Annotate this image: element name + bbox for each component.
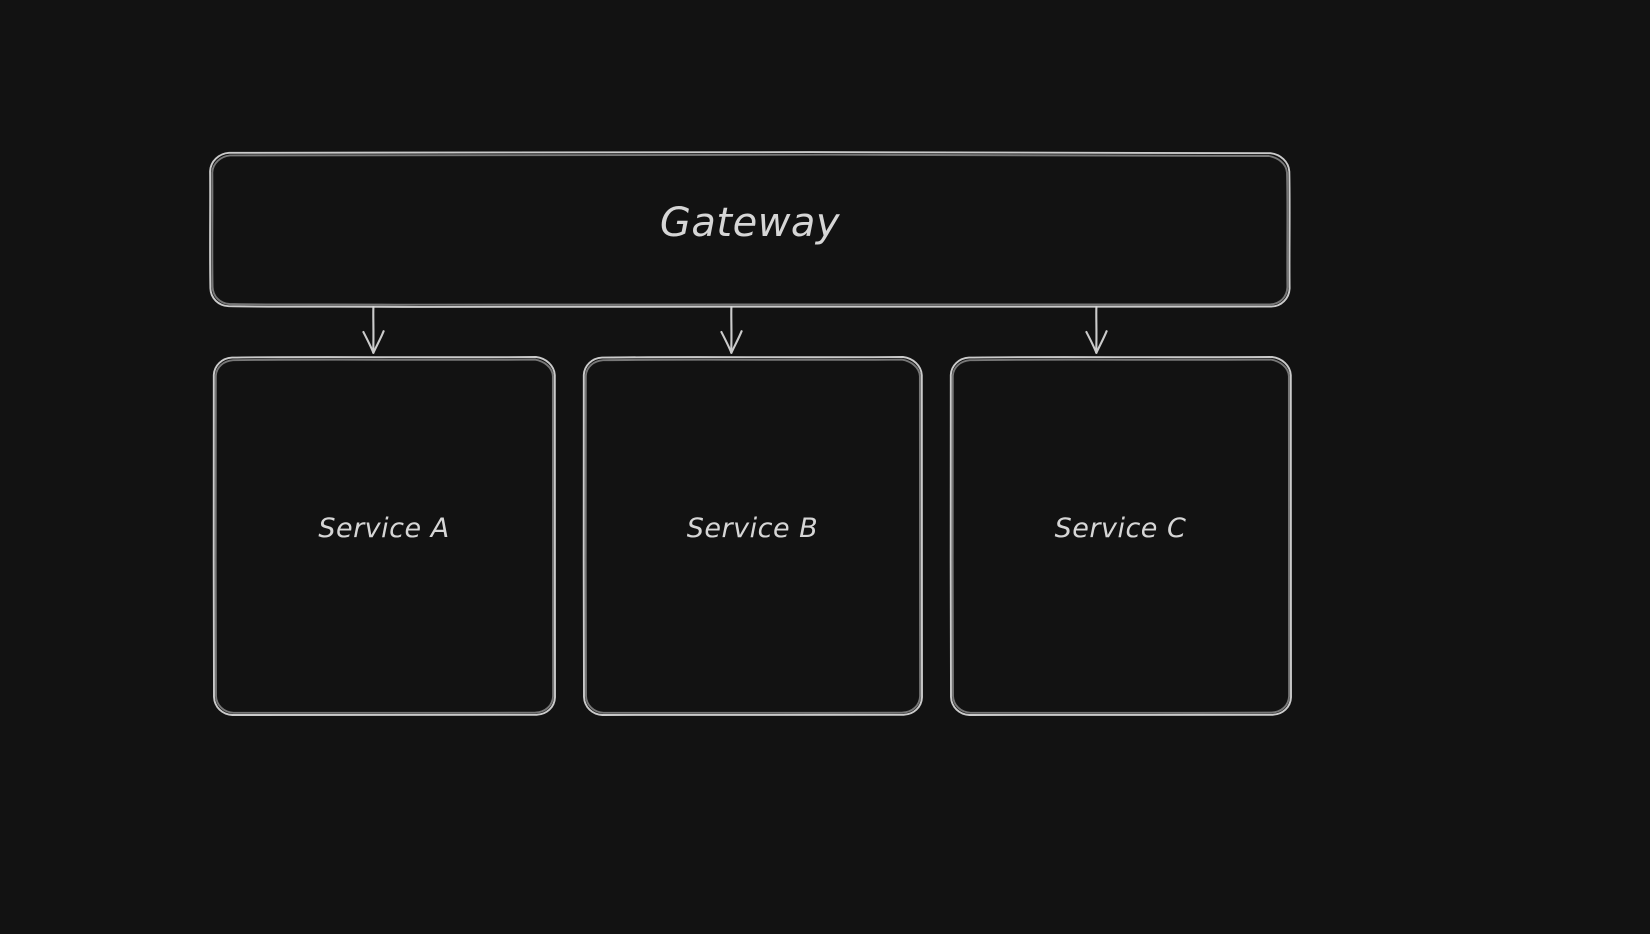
edge-gateway-service-c [1085, 305, 1108, 354]
service-a-node-label: Service A [318, 513, 450, 544]
edge-gateway-service-b [720, 305, 743, 354]
edge-gateway-service-a [362, 305, 385, 354]
service-c-node-label: Service C [1054, 513, 1187, 544]
gateway-node-label: Gateway [659, 200, 841, 246]
service-b-node-label: Service B [686, 513, 819, 544]
